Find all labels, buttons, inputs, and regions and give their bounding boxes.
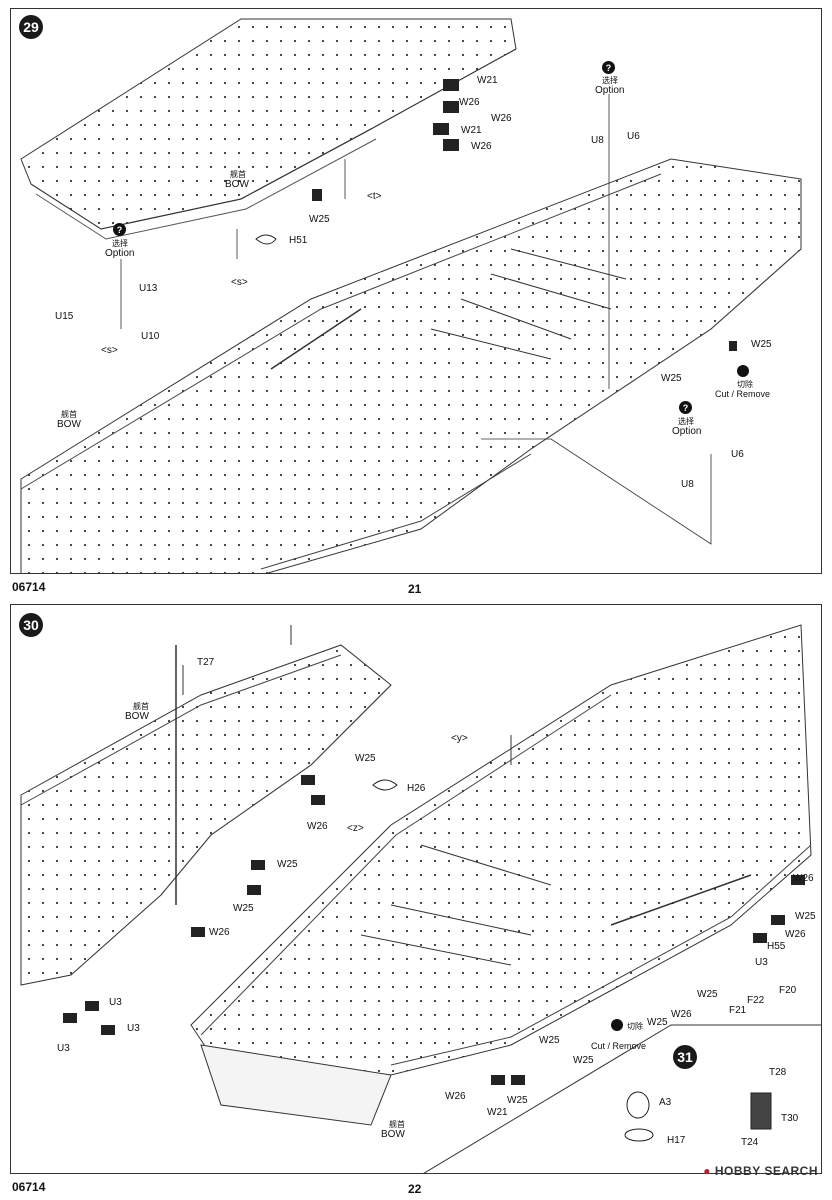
part-label-t30: T30 — [781, 1113, 799, 1124]
part-label-w25: W25 — [751, 339, 772, 350]
kit-code: 06714 — [12, 580, 46, 594]
option-label-cn: 选择 — [602, 76, 618, 85]
bow-label-cn: 舰首 — [389, 1120, 405, 1129]
part-label-w25: W25 — [309, 214, 330, 225]
cut-remove-icon — [611, 1019, 623, 1031]
part-label-w26: W26 — [459, 97, 480, 108]
step-30-panel: 30 31 T27 舰首 BOW <y> W25 H26 W26 <z> W25… — [10, 604, 822, 1174]
part-label-w26: W26 — [793, 873, 814, 884]
question-icon: ? — [113, 223, 126, 236]
cut-label-cn: 切除 — [627, 1022, 643, 1031]
ref-label-s: <s> — [101, 345, 118, 356]
page-number: 21 — [408, 582, 422, 596]
part-label-w21: W21 — [487, 1107, 508, 1118]
bow-label: BOW — [57, 419, 81, 430]
part-label-w25: W25 — [355, 753, 376, 764]
part-label-t24: T24 — [741, 1137, 759, 1148]
bow-label: BOW — [225, 179, 249, 190]
part-label-u8: U8 — [681, 479, 694, 490]
part-label-w25: W25 — [277, 859, 298, 870]
part-label-u13: U13 — [139, 283, 158, 294]
option-label: Option — [105, 248, 135, 259]
bow-label: BOW — [125, 711, 149, 722]
part-label-u6: U6 — [731, 449, 744, 460]
part-label-f21: F21 — [729, 1005, 747, 1016]
bow-label-cn: 舰首 — [230, 170, 246, 179]
ref-label-z: <z> — [347, 823, 364, 834]
part-label-w25: W25 — [539, 1035, 560, 1046]
ref-label-s: <s> — [231, 277, 248, 288]
part-label-w26: W26 — [671, 1009, 692, 1020]
option-label-cn: 选择 — [678, 417, 694, 426]
cut-remove-label: Cut / Remove — [591, 1041, 647, 1051]
part-label-w25: W25 — [507, 1095, 528, 1106]
bow-label-cn: 舰首 — [133, 702, 149, 711]
cut-remove-label: Cut / Remove — [715, 389, 771, 399]
bow-label: BOW — [381, 1129, 405, 1140]
part-label-u10: U10 — [141, 331, 160, 342]
part-label-w26: W26 — [445, 1091, 466, 1102]
option-label: Option — [595, 85, 625, 96]
part-label-w26: W26 — [491, 113, 512, 124]
kit-code: 06714 — [12, 1180, 46, 1194]
part-label-w26: W26 — [471, 141, 492, 152]
step-31-badge: 31 — [673, 1045, 697, 1069]
part-label-w25: W25 — [795, 911, 816, 922]
page-number: 22 — [408, 1182, 422, 1196]
part-label-u3: U3 — [755, 957, 768, 968]
cut-label-cn: 切除 — [737, 380, 753, 389]
step-29-badge: 29 — [19, 15, 43, 39]
part-label-w21: W21 — [477, 75, 498, 86]
cut-remove-icon — [737, 365, 749, 377]
watermark: ● HOBBY SEARCH — [703, 1164, 818, 1178]
part-label-u15: U15 — [55, 311, 74, 322]
part-label-h51: H51 — [289, 235, 308, 246]
option-label: Option — [672, 426, 702, 437]
part-label-h17: H17 — [667, 1135, 686, 1146]
option-label-cn: 选择 — [112, 239, 128, 248]
part-label-u3: U3 — [109, 997, 122, 1008]
question-icon: ? — [679, 401, 692, 414]
part-label-f20: F20 — [779, 985, 797, 996]
part-label-w25: W25 — [697, 989, 718, 1000]
step-30-diagram — [20, 624, 821, 1173]
part-label-h55: H55 — [767, 941, 786, 952]
step-29-panel: 29 W21 W26 W21 W26 W26 ? 选择 Option U8 U6… — [10, 8, 822, 574]
part-label-t28: T28 — [769, 1067, 787, 1078]
part-label-a3: A3 — [659, 1097, 672, 1108]
part-label-w21: W21 — [461, 125, 482, 136]
part-label-u3: U3 — [57, 1043, 70, 1054]
part-label-h26: H26 — [407, 783, 426, 794]
part-label-w26: W26 — [785, 929, 806, 940]
part-label-f22: F22 — [747, 995, 765, 1006]
part-label-u6: U6 — [627, 131, 640, 142]
part-label-u3: U3 — [127, 1023, 140, 1034]
part-label-w25: W25 — [233, 903, 254, 914]
part-label-w25: W25 — [573, 1055, 594, 1066]
part-label-w26: W26 — [209, 927, 230, 938]
step-30-badge: 30 — [19, 613, 43, 637]
part-label-w26: W26 — [307, 821, 328, 832]
step-29-diagram — [20, 18, 802, 573]
part-label-u8: U8 — [591, 135, 604, 146]
part-label-w25: W25 — [661, 373, 682, 384]
question-icon: ? — [602, 61, 615, 74]
part-label-t27: T27 — [197, 657, 215, 668]
ref-label-y: <y> — [451, 733, 468, 744]
ref-label-t: <t> — [367, 191, 382, 202]
part-label-w25: W25 — [647, 1017, 668, 1028]
bow-label-cn: 舰首 — [61, 410, 77, 419]
